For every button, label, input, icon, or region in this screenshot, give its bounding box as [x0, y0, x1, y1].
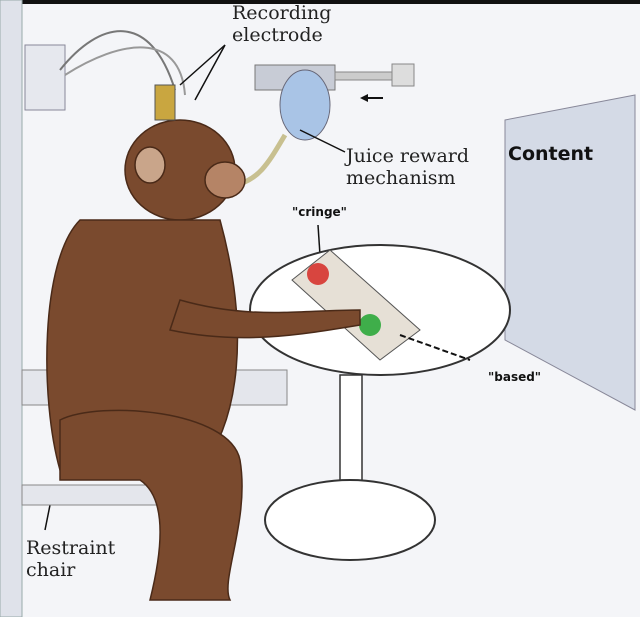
- electrode-box: [24, 44, 66, 111]
- label-juice: Juice reward mechanism: [346, 145, 469, 189]
- electrode-wire: [59, 30, 176, 91]
- label-recording: Recording electrode: [232, 2, 331, 46]
- label-line: mechanism: [346, 167, 456, 189]
- label-line: Recording: [232, 2, 332, 24]
- label-content: Content: [508, 143, 594, 165]
- label-chair: Restraint chair: [26, 537, 115, 581]
- label-cringe: "cringe": [292, 205, 347, 219]
- based-button: [359, 314, 381, 336]
- content-screen: [504, 94, 636, 411]
- wall: [0, 0, 23, 617]
- table-leg: [339, 374, 363, 496]
- top-border: [0, 0, 640, 4]
- label-line: Juice reward: [346, 145, 470, 167]
- cringe-button: [307, 263, 329, 285]
- label-based: "based": [488, 370, 542, 384]
- label-line: Restraint: [26, 537, 116, 559]
- table-base: [264, 479, 436, 561]
- label-line: chair: [26, 559, 76, 581]
- recording-electrode: [154, 84, 176, 121]
- label-line: electrode: [232, 24, 323, 46]
- monkey: [46, 119, 361, 601]
- juice-bottle: [279, 69, 331, 141]
